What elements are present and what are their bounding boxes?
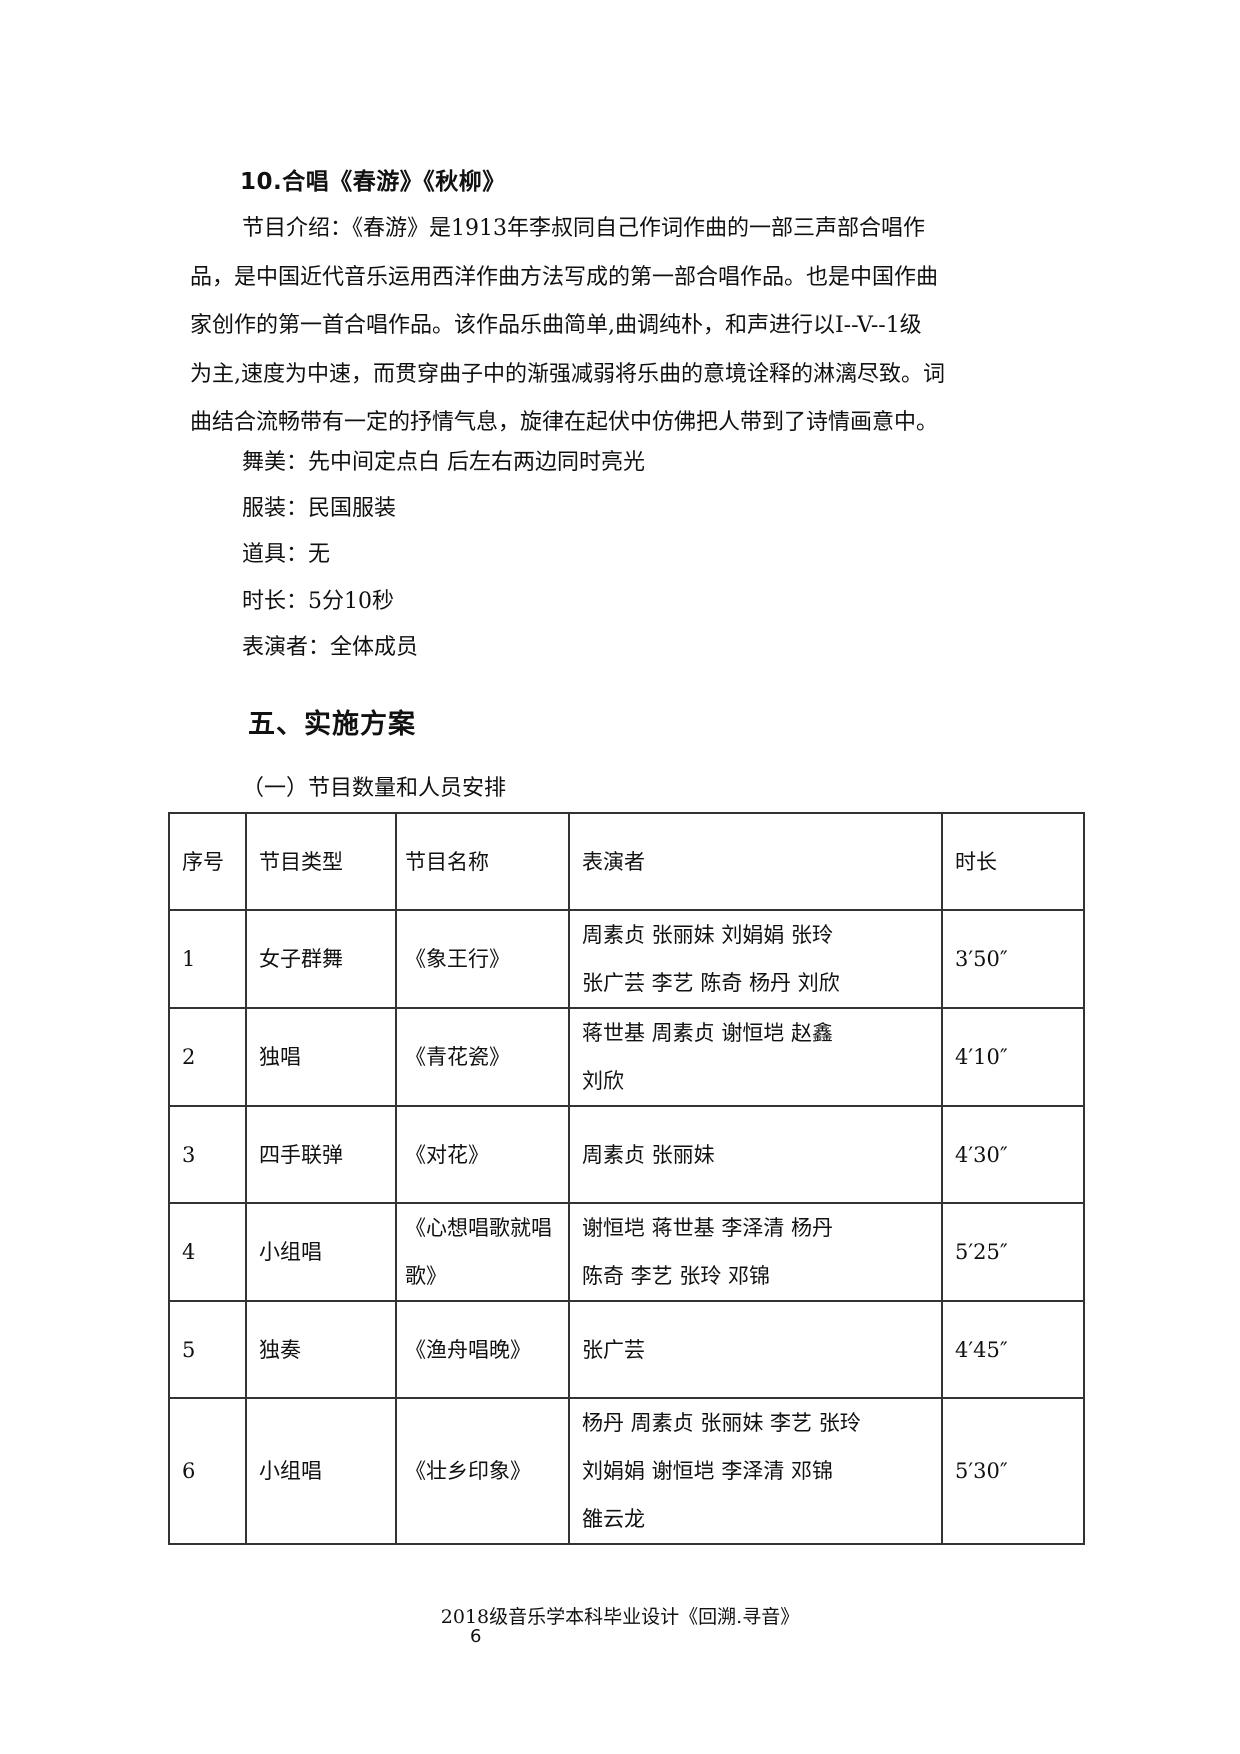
performer-line: 谢恒垲 蒋世基 李泽清 杨丹 [582, 1216, 834, 1240]
performer-line: 陈奇 李艺 张玲 邓锦 [582, 1264, 771, 1288]
cell-type: 独奏 [245, 1300, 397, 1399]
header-cell: 节目名称 [395, 812, 570, 911]
stage-design: 舞美：先中间定点白 后左右两边同时亮光 [242, 450, 645, 475]
cell-type: 女子群舞 [245, 909, 397, 1009]
header-cell: 序号 [168, 812, 247, 911]
table-row: 4 小组唱 《心想唱歌就唱歌》 谢恒垲 蒋世基 李泽清 杨丹陈奇 李艺 张玲 邓… [168, 1202, 1085, 1302]
program-intro: 节目介绍：《春游》是1913年李叔同自己作词作曲的一部三声部合唱作 品，是中国近… [190, 205, 1070, 448]
table-header-row: 序号 节目类型 节目名称 表演者 时长 [168, 812, 1085, 911]
cell-name: 《心想唱歌就唱歌》 [395, 1202, 570, 1302]
header-cell: 节目类型 [245, 812, 397, 911]
cell-duration: 4′30″ [941, 1105, 1085, 1204]
cell-performers: 杨丹 周素贞 张丽妹 李艺 张玲刘娟娟 谢恒垲 李泽清 邓锦雒云龙 [568, 1397, 943, 1545]
cell-name: 《青花瓷》 [395, 1007, 570, 1107]
cell-no: 5 [168, 1300, 247, 1399]
cell-name: 《渔舟唱晚》 [395, 1300, 570, 1399]
performers: 表演者：全体成员 [242, 635, 419, 660]
performer-line: 蒋世基 周素贞 谢恒垲 赵鑫 [582, 1021, 834, 1045]
table-row: 1 女子群舞 《象王行》 周素贞 张丽妹 刘娟娟 张玲张广芸 李艺 陈奇 杨丹 … [168, 909, 1085, 1009]
cell-name: 《对花》 [395, 1105, 570, 1204]
cell-name: 《壮乡印象》 [395, 1397, 570, 1545]
program-table: 序号 节目类型 节目名称 表演者 时长 1 女子群舞 《象王行》 周素贞 张丽妹… [168, 812, 1085, 1545]
cell-type: 四手联弹 [245, 1105, 397, 1204]
performer-line: 刘娟娟 谢恒垲 李泽清 邓锦 [582, 1459, 834, 1483]
performer-line: 周素贞 张丽妹 刘娟娟 张玲 [582, 923, 834, 947]
duration: 时长：5分10秒 [242, 589, 394, 614]
intro-line: 家创作的第一首合唱作品。该作品乐曲简单,曲调纯朴，和声进行以I--V--1级 [190, 313, 922, 338]
performer-line: 杨丹 周素贞 张丽妹 李艺 张玲 [582, 1411, 861, 1435]
cell-performers: 谢恒垲 蒋世基 李泽清 杨丹陈奇 李艺 张玲 邓锦 [568, 1202, 943, 1302]
table-row: 6 小组唱 《壮乡印象》 杨丹 周素贞 张丽妹 李艺 张玲刘娟娟 谢恒垲 李泽清… [168, 1397, 1085, 1545]
cell-type: 独唱 [245, 1007, 397, 1107]
header-cell: 时长 [941, 812, 1085, 911]
cell-no: 2 [168, 1007, 247, 1107]
performer-line: 雒云龙 [582, 1507, 645, 1531]
performer-line: 刘欣 [582, 1069, 624, 1093]
cell-type: 小组唱 [245, 1397, 397, 1545]
page-number: 6 [470, 1626, 482, 1647]
performer-line: 张广芸 [582, 1337, 645, 1362]
costume: 服装：民国服装 [242, 496, 397, 521]
cell-name: 《象王行》 [395, 909, 570, 1009]
cell-no: 1 [168, 909, 247, 1009]
header-cell: 表演者 [568, 812, 943, 911]
table-row: 5 独奏 《渔舟唱晚》 张广芸 4′45″ [168, 1300, 1085, 1399]
intro-line: 品，是中国近代音乐运用西洋作曲方法写成的第一部合唱作品。也是中国作曲 [190, 264, 939, 290]
cell-duration: 5′25″ [941, 1202, 1085, 1302]
table-row: 3 四手联弹 《对花》 周素贞 张丽妹 4′30″ [168, 1105, 1085, 1204]
intro-line: 为主,速度为中速，而贯穿曲子中的渐强减弱将乐曲的意境诠释的淋漓尽致。词 [190, 361, 945, 387]
performer-line: 张广芸 李艺 陈奇 杨丹 刘欣 [582, 971, 840, 995]
cell-no: 3 [168, 1105, 247, 1204]
intro-text: 节目介绍：《春游》是1913年李叔同自己作词作曲的一部三声部合唱作 [242, 216, 925, 241]
cell-performers: 周素贞 张丽妹 刘娟娟 张玲张广芸 李艺 陈奇 杨丹 刘欣 [568, 909, 943, 1009]
performer-line: 周素贞 张丽妹 [582, 1142, 715, 1167]
props: 道具：无 [242, 542, 331, 567]
cell-performers: 蒋世基 周素贞 谢恒垲 赵鑫刘欣 [568, 1007, 943, 1107]
cell-duration: 4′10″ [941, 1007, 1085, 1107]
cell-no: 4 [168, 1202, 247, 1302]
chapter-heading: 五、实施方案 [248, 709, 416, 740]
cell-no: 6 [168, 1397, 247, 1545]
subsection-heading: （一）节目数量和人员安排 [242, 776, 507, 801]
intro-line: 节目介绍：《春游》是1913年李叔同自己作词作曲的一部三声部合唱作 [190, 205, 1070, 254]
cell-performers: 周素贞 张丽妹 [568, 1105, 943, 1204]
intro-line: 曲结合流畅带有一定的抒情气息，旋律在起伏中仿佛把人带到了诗情画意中。 [190, 410, 939, 435]
cell-duration: 5′30″ [941, 1397, 1085, 1545]
cell-type: 小组唱 [245, 1202, 397, 1302]
cell-performers: 张广芸 [568, 1300, 943, 1399]
cell-duration: 4′45″ [941, 1300, 1085, 1399]
cell-duration: 3′50″ [941, 909, 1085, 1009]
page-footer: 2018级音乐学本科毕业设计《回溯.寻音》 [440, 1606, 800, 1628]
table-row: 2 独唱 《青花瓷》 蒋世基 周素贞 谢恒垲 赵鑫刘欣 4′10″ [168, 1007, 1085, 1107]
section-heading: 10.合唱《春游》《秋柳》 [240, 169, 506, 195]
